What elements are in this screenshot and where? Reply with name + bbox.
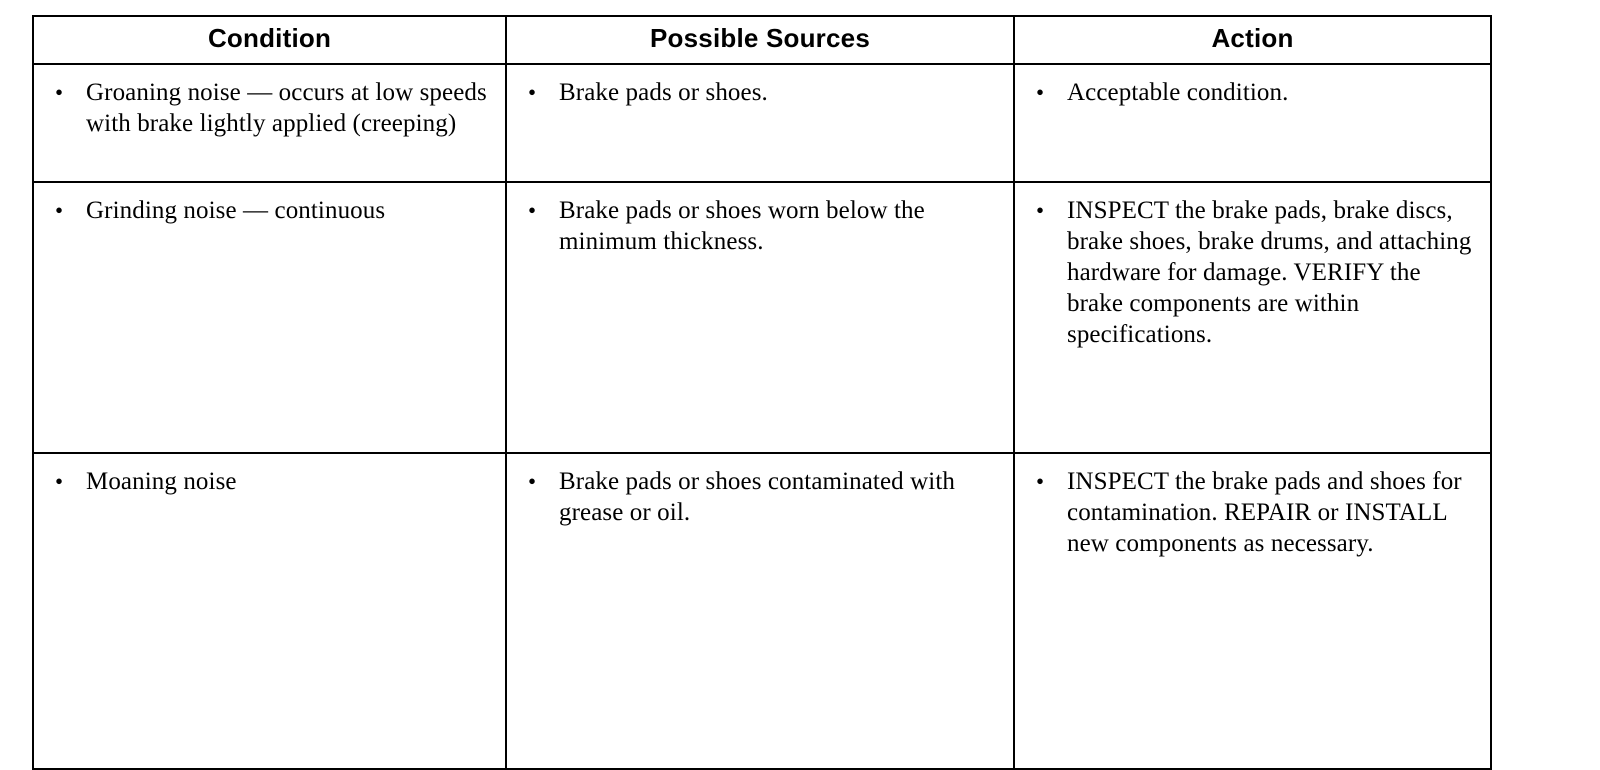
bullet-item: • Groaning noise — occurs at low speeds … [44, 77, 495, 139]
bullet-item: • Brake pads or shoes contaminated with … [517, 466, 1003, 528]
bullet-item: • Grinding noise — continuous [44, 195, 495, 226]
bullet-icon: • [528, 80, 537, 105]
table-body: • Groaning noise — occurs at low speeds … [32, 63, 1492, 770]
cell-condition: • Groaning noise — occurs at low speeds … [32, 63, 507, 183]
condition-text: Groaning noise — occurs at low speeds wi… [86, 79, 487, 137]
table-row: • Moaning noise • Brake pads or shoes co… [32, 452, 1492, 770]
sources-text: Brake pads or shoes worn below the minim… [559, 197, 925, 255]
action-text: INSPECT the brake pads and shoes for con… [1067, 468, 1462, 557]
cell-possible-sources: • Brake pads or shoes contaminated with … [505, 452, 1015, 770]
sources-text: Brake pads or shoes. [559, 79, 768, 106]
bullet-icon: • [1036, 198, 1045, 223]
table-row: • Groaning noise — occurs at low speeds … [32, 63, 1492, 183]
column-header-possible-sources: Possible Sources [505, 15, 1015, 65]
bullet-icon: • [528, 198, 537, 223]
action-text: Acceptable condition. [1067, 79, 1289, 106]
bullet-item: • Brake pads or shoes. [517, 77, 1003, 108]
column-header-action: Action [1013, 15, 1492, 65]
cell-possible-sources: • Brake pads or shoes. [505, 63, 1015, 183]
bullet-icon: • [55, 80, 64, 105]
bullet-icon: • [528, 469, 537, 494]
bullet-icon: • [1036, 80, 1045, 105]
table-row: • Grinding noise — continuous • Brake pa… [32, 181, 1492, 454]
action-text: INSPECT the brake pads, brake discs, bra… [1067, 197, 1472, 348]
cell-condition: • Grinding noise — continuous [32, 181, 507, 454]
cell-action: • INSPECT the brake pads, brake discs, b… [1013, 181, 1492, 454]
bullet-item: • Brake pads or shoes worn below the min… [517, 195, 1003, 257]
condition-text: Moaning noise [86, 468, 237, 495]
bullet-item: • INSPECT the brake pads, brake discs, b… [1025, 195, 1480, 350]
bullet-icon: • [55, 469, 64, 494]
bullet-icon: • [55, 198, 64, 223]
cell-action: • INSPECT the brake pads and shoes for c… [1013, 452, 1492, 770]
cell-action: • Acceptable condition. [1013, 63, 1492, 183]
bullet-item: • Moaning noise [44, 466, 495, 497]
cell-condition: • Moaning noise [32, 452, 507, 770]
table-header: Condition Possible Sources Action [32, 15, 1492, 65]
bullet-item: • Acceptable condition. [1025, 77, 1480, 108]
brake-noise-diagnostic-table: Condition Possible Sources Action • Groa… [32, 15, 1492, 770]
bullet-icon: • [1036, 469, 1045, 494]
column-header-condition: Condition [32, 15, 507, 65]
bullet-item: • INSPECT the brake pads and shoes for c… [1025, 466, 1480, 559]
table-header-row: Condition Possible Sources Action [32, 15, 1492, 65]
cell-possible-sources: • Brake pads or shoes worn below the min… [505, 181, 1015, 454]
sources-text: Brake pads or shoes contaminated with gr… [559, 468, 955, 526]
condition-text: Grinding noise — continuous [86, 197, 386, 224]
